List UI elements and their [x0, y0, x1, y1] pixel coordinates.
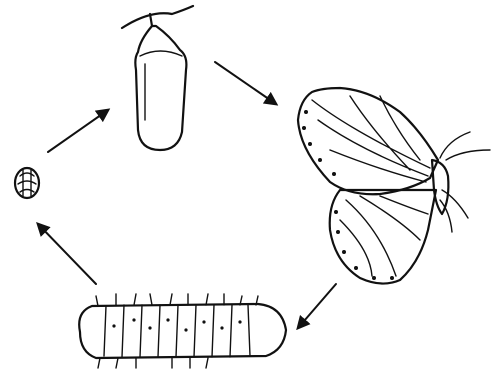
arrow-chrysalis-to-butterfly: [215, 62, 276, 104]
caterpillar-icon: [79, 294, 286, 368]
arrow-egg-to-chrysalis: [48, 110, 108, 152]
butterfly-icon: [298, 88, 490, 284]
arrow-butterfly-to-caterpillar: [298, 284, 336, 328]
chrysalis-icon: [122, 6, 193, 150]
egg-icon: [15, 168, 39, 198]
arrow-caterpillar-to-egg: [38, 224, 96, 284]
